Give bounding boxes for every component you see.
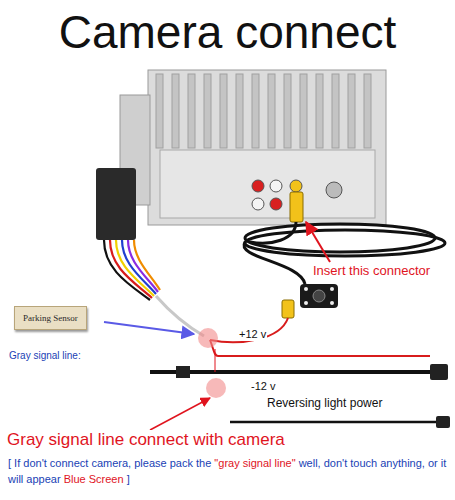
note-text: "gray signal line" xyxy=(214,457,295,469)
highlight-circle xyxy=(198,328,218,348)
highlight-circle xyxy=(206,378,226,398)
leader-arrow xyxy=(104,322,194,334)
reversing-power-wire xyxy=(230,421,440,424)
cooling-fins xyxy=(156,74,371,148)
warning-note: [ If don't connect camera, please pack t… xyxy=(8,456,448,488)
voltage-label: +12 v xyxy=(238,328,267,341)
note-text: ] xyxy=(127,473,130,485)
cable-plug xyxy=(176,366,190,378)
cable-plug xyxy=(436,416,450,428)
signal-name: Gray signal line: xyxy=(8,350,82,362)
leader-arrow xyxy=(306,222,330,262)
callout-text: Insert this connector xyxy=(312,264,431,279)
head-unit-body xyxy=(148,70,386,225)
title: Camera connect xyxy=(0,6,455,59)
rca-jack xyxy=(252,180,264,192)
rear-panel xyxy=(160,150,375,218)
note-text: [ If don't connect camera, please pack t… xyxy=(8,457,211,469)
callout-text: Gray signal line connect with camera xyxy=(6,430,286,450)
voltage-label: -12 v xyxy=(250,380,276,393)
red-power-wire xyxy=(210,340,430,356)
rca-jack xyxy=(270,198,282,210)
rca-jack xyxy=(252,198,264,210)
parking-sensor-tag: Parking Sensor xyxy=(14,306,87,330)
backup-camera xyxy=(300,284,338,308)
red-trigger-wire xyxy=(210,318,288,342)
rca-plug xyxy=(290,192,303,222)
leader-line xyxy=(150,398,210,430)
camera-cable xyxy=(244,222,445,284)
leader-line xyxy=(215,349,216,372)
power-cable xyxy=(150,370,440,374)
tag-text: Parking Sensor xyxy=(23,313,78,323)
cable-plug xyxy=(430,364,448,380)
rca-jack xyxy=(270,180,282,192)
harness-connector xyxy=(96,168,136,240)
wire-label: Reversing light power xyxy=(266,397,383,411)
note-text: Blue Screen xyxy=(64,473,124,485)
camera-lens xyxy=(313,290,325,302)
antenna-port xyxy=(326,182,342,198)
harness-wires xyxy=(104,240,160,300)
rca-jack xyxy=(290,180,302,192)
camera-rca-plug xyxy=(282,300,294,318)
